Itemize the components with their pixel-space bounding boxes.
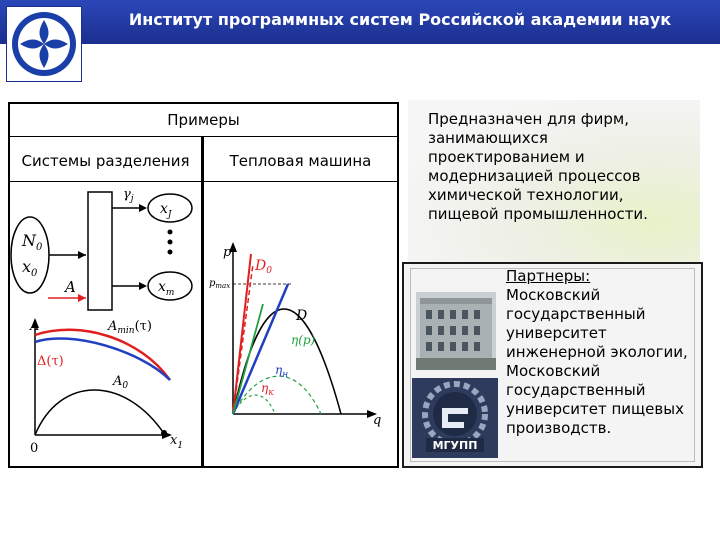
label-D: D [295, 308, 307, 324]
heat-engine-diagram: p q pmax D0 D η(p) ηн ηк [209, 242, 381, 428]
examples-table: Примеры Системы разделения Тепловая маши… [8, 102, 399, 468]
description-line: пищевой промышленности. [428, 205, 648, 223]
description-line: проектированием и [428, 148, 585, 166]
curve-D [232, 308, 342, 415]
column-heat-engine: Тепловая машина [229, 152, 372, 170]
output-node-xm [147, 271, 193, 301]
input-node [10, 216, 50, 294]
description-line: модернизацией процессов [428, 167, 641, 185]
label-eta-p: η(p) [291, 333, 316, 347]
label-axis-A: A [29, 319, 39, 334]
description-text: Предназначен для фирм, занимающихся прое… [428, 110, 693, 224]
partners-line: университет пищевых [506, 400, 684, 418]
partners-label: Партнеры: [506, 267, 591, 285]
label-A0: A0 [112, 374, 128, 391]
mgupp-logo: МГУПП [412, 378, 498, 458]
label-x0: x0 [22, 257, 38, 279]
label-xj: xJ [160, 201, 173, 220]
partners-line: инженерной экологии, [506, 343, 688, 361]
university-building-photo [416, 292, 496, 370]
curve-blue [34, 337, 171, 381]
curve-A0 [34, 389, 166, 436]
examples-title-row: Примеры [10, 104, 397, 137]
institute-logo [6, 6, 82, 82]
header-bar: Институт программных систем Российской а… [0, 0, 720, 44]
label-origin: 0 [30, 441, 38, 456]
label-eta-k: ηк [261, 381, 274, 398]
partners-line: Московский [506, 286, 601, 304]
description-box: Предназначен для фирм, занимающихся прое… [408, 100, 700, 262]
column-separation-systems: Системы разделения [21, 152, 190, 170]
label-Amin: Amin(τ) [107, 319, 152, 336]
description-line: химической технологии, [428, 186, 624, 204]
partners-inner-frame [410, 268, 695, 462]
separator-block [87, 191, 113, 311]
label-N0: N0 [21, 231, 43, 253]
curve-eta [232, 375, 322, 415]
description-line: Предназначен для фирм, [428, 110, 629, 128]
partners-text: Партнеры: Московский государственный уни… [506, 267, 700, 438]
label-xm: xm [158, 279, 174, 298]
label-delta: Δ(τ) [37, 354, 64, 369]
partners-line: государственный [506, 305, 646, 323]
label-pmax: pmax [209, 278, 230, 290]
partners-line: университет [506, 324, 607, 342]
label-A-input: A [63, 278, 76, 296]
header-title: Институт программных систем Российской а… [128, 10, 672, 29]
label-gamma-j: γj [123, 187, 134, 204]
examples-title: Примеры [167, 111, 240, 129]
line-blue [231, 283, 290, 415]
label-D0: D0 [254, 258, 272, 276]
partners-line: производств. [506, 419, 612, 437]
label-eta-n: ηн [275, 363, 288, 380]
label-p: p [223, 245, 232, 260]
mgupp-logo-text: МГУПП [433, 439, 478, 452]
partners-line: государственный [506, 381, 646, 399]
output-node-xj [147, 193, 193, 223]
curve-red [34, 328, 172, 381]
column-separator [201, 137, 204, 468]
label-x1: x1 [170, 433, 183, 451]
description-line: занимающихся [428, 129, 548, 147]
separation-system-diagram: N0 x0 A γj xJ xm A 0 x1 Amin(τ) Δ(τ) A0 [10, 187, 193, 456]
partners-line: Московский [506, 362, 601, 380]
label-q: q [373, 413, 381, 428]
line-green [232, 303, 264, 415]
